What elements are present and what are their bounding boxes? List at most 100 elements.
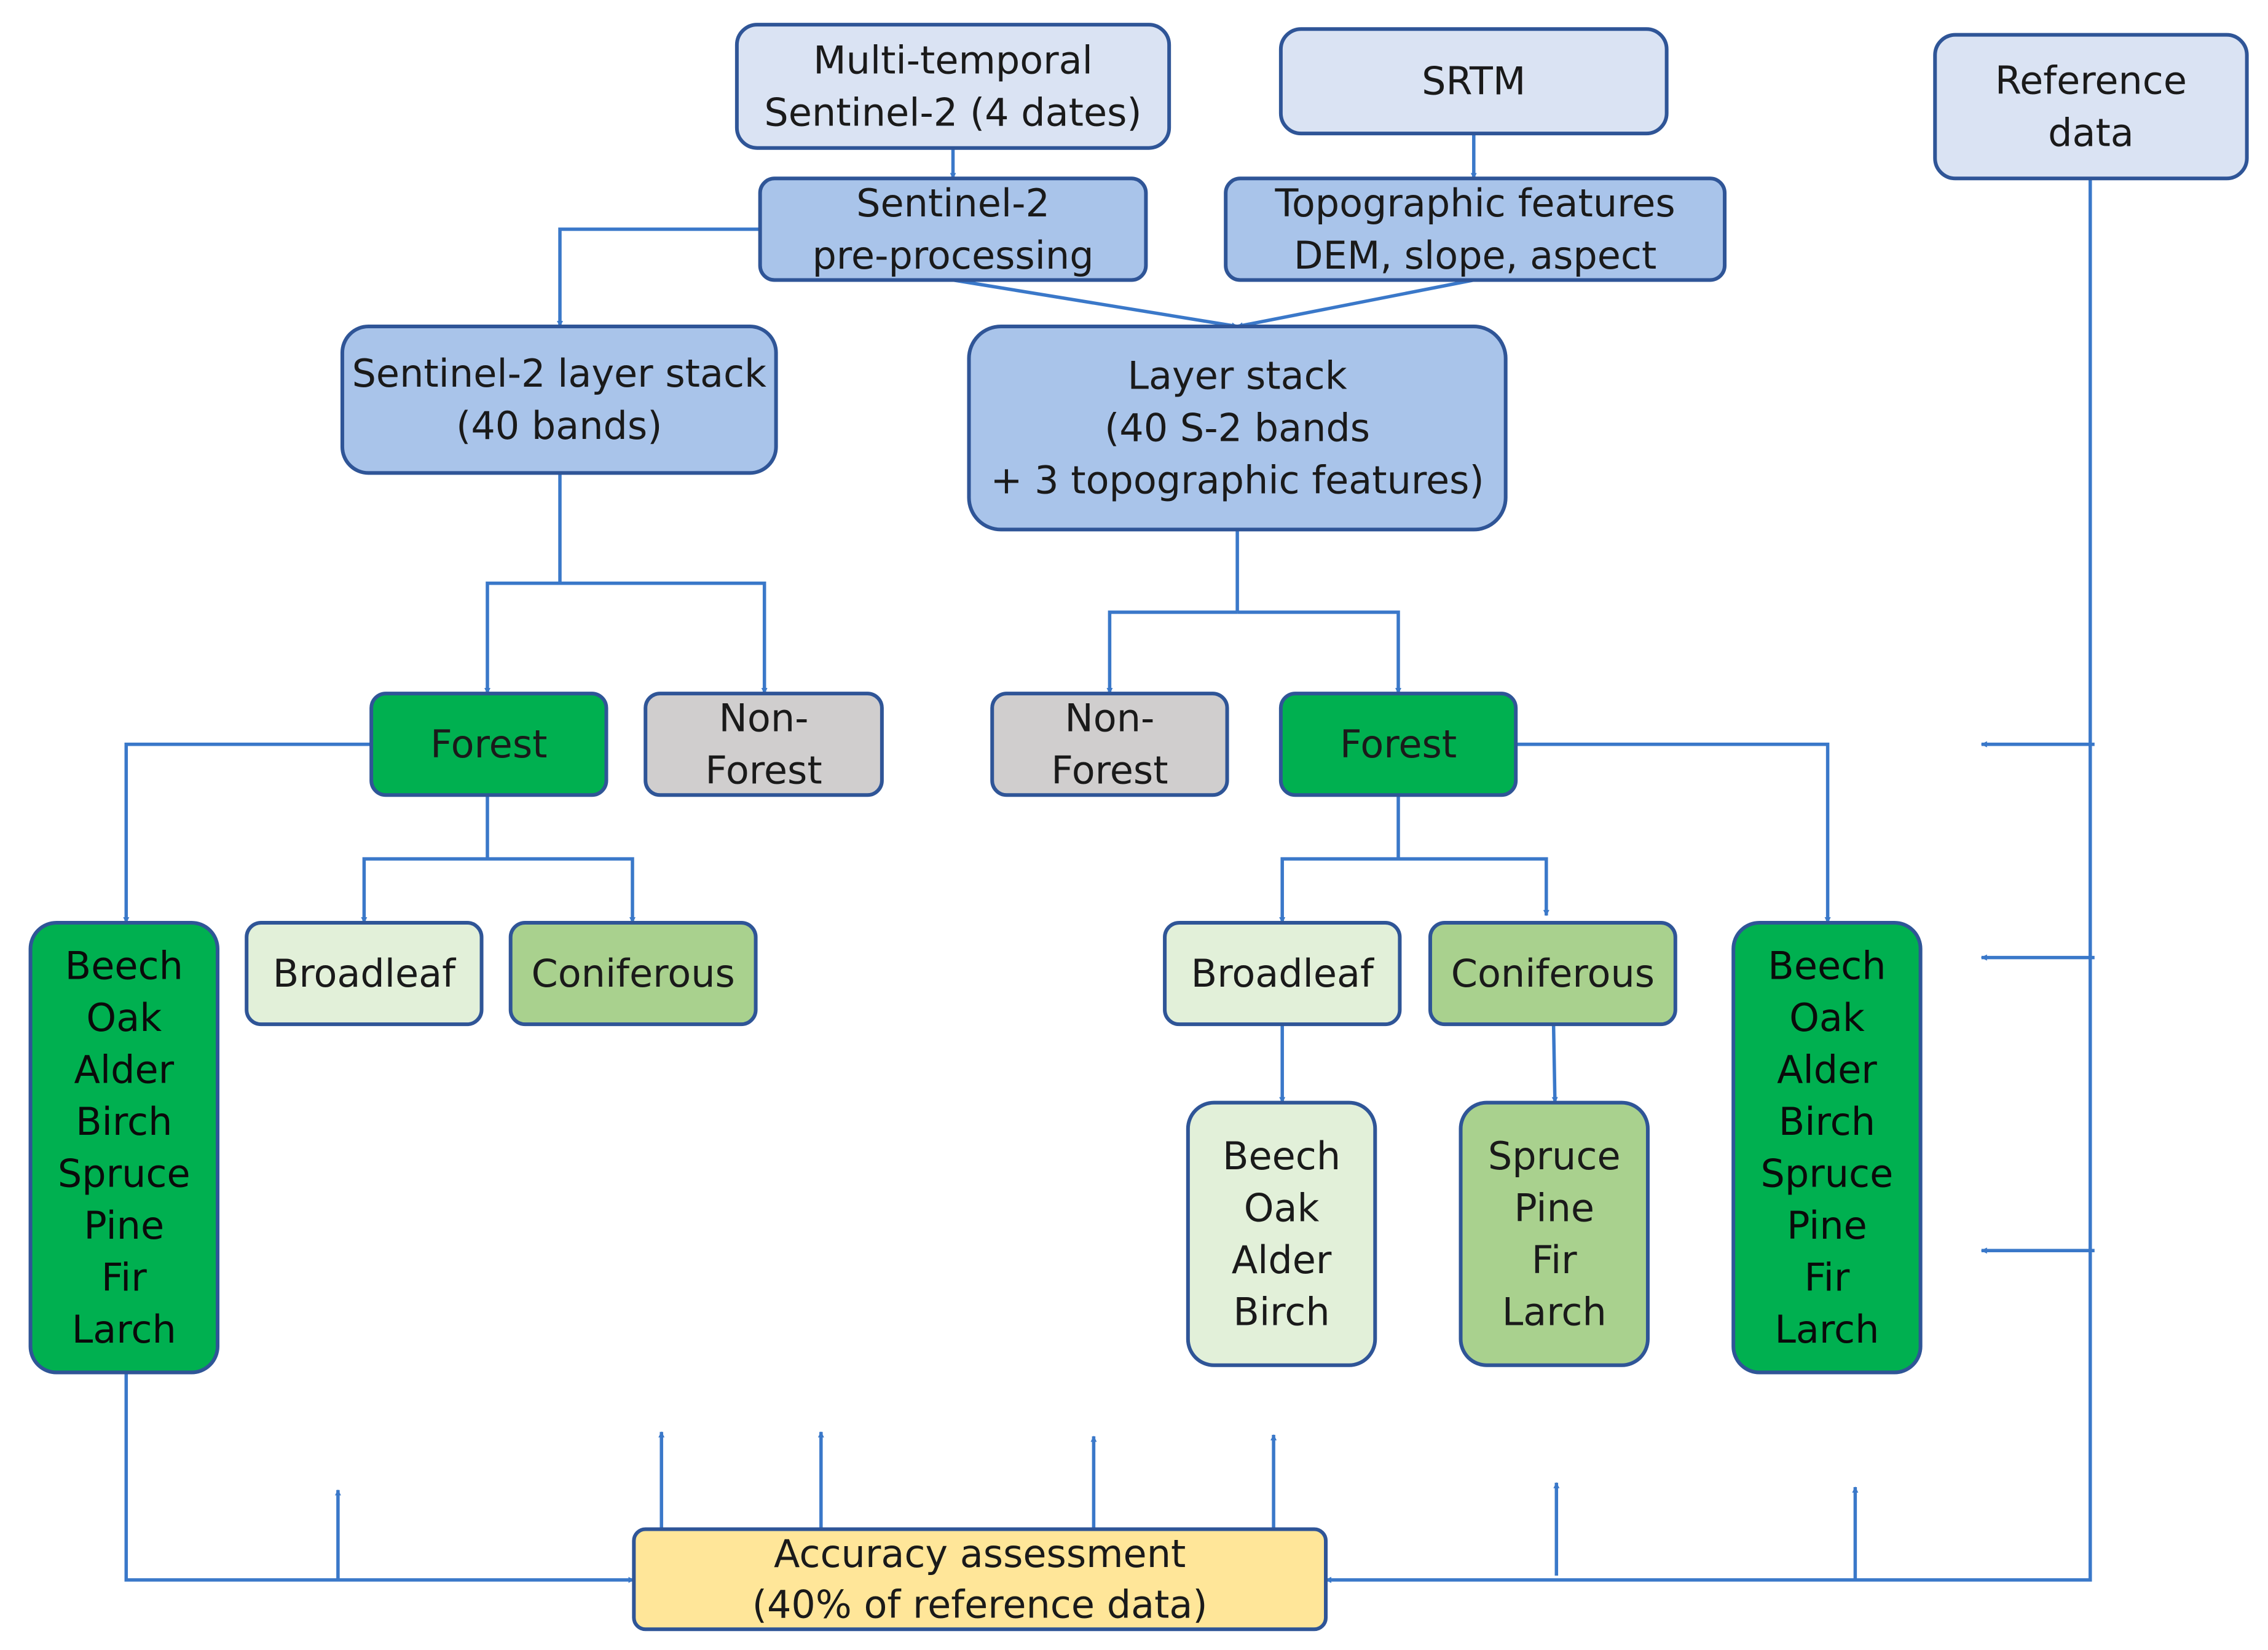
connector-arrow [1325,178,2092,1583]
topographic-shape [1224,176,1727,282]
left-broadleaf-label: Broadleaf [273,951,457,996]
connector-arrow [1516,742,1831,923]
srtm-shape [1278,27,1669,136]
right-forest-box: Forest [1278,692,1518,797]
left-nonforest-label: Non- [719,696,809,741]
left-nonforest-shape [644,692,884,797]
combined-layer-stack-label: (40 S-2 bands [1104,406,1370,451]
left-nonforest-box: Non-Forest [644,692,884,797]
right-nonforest-label: Forest [1051,748,1168,793]
accuracy-label: (40% of reference data) [752,1582,1208,1627]
left-species-label: Larch [72,1307,176,1352]
s2-layer-stack-box: Sentinel-2 layer stack(40 bands) [340,325,778,475]
connector-arrow [123,742,372,923]
right-species-label: Spruce [1761,1151,1894,1196]
connector-arrow [557,227,760,327]
connector-arrow [487,857,636,923]
combined-layer-stack-label: + 3 topographic features) [990,458,1484,503]
broadleaf-species-label: Birch [1233,1289,1329,1334]
s2-preprocessing-label: Sentinel-2 [856,181,1050,226]
right-species-label: Larch [1774,1307,1879,1352]
right-coniferous-box: Coniferous [1428,920,1677,1027]
right-species-label: Beech [1768,944,1886,989]
reference-label: Reference [1995,58,2187,103]
right-species-label: Fir [1804,1255,1849,1300]
broadleaf-species-label: Beech [1223,1134,1341,1178]
right-species-shape [1731,920,1923,1375]
combined-layer-stack-label: Layer stack [1127,353,1347,398]
left-coniferous-label: Coniferous [531,951,734,996]
right-nonforest-shape [990,692,1229,797]
coniferous-species-label: Pine [1514,1185,1594,1230]
right-forest-shape [1278,692,1518,797]
topographic-label: Topographic features [1275,181,1675,226]
s2-preprocessing-label: pre-processing [812,233,1093,278]
left-broadleaf-box: Broadleaf [245,920,484,1027]
right-broadleaf-shape [1163,920,1402,1027]
coniferous-species-label: Larch [1502,1289,1607,1334]
coniferous-species-label: Fir [1532,1238,1577,1282]
combined-layer-stack-shape [967,325,1508,532]
left-forest-shape [369,692,608,797]
s2-preprocessing-box: Sentinel-2 pre-processing [758,176,1148,282]
left-forest-label: Forest [430,722,547,767]
srtm-box: SRTM [1278,27,1669,136]
right-coniferous-shape [1428,920,1677,1027]
connector-arrow [1106,610,1238,695]
left-coniferous-shape [508,920,758,1027]
s2-preprocessing-shape [758,176,1148,282]
multitemporal-label: Multi-temporal [813,38,1093,82]
connector-arrow [1237,610,1401,695]
right-forest-label: Forest [1340,722,1457,767]
right-broadleaf-box: Broadleaf [1163,920,1402,1027]
s2-layer-stack-label: (40 bands) [456,403,662,448]
accuracy-box: Accuracy assessment (40% of reference dat… [632,1527,1328,1632]
right-species-label: Alder [1777,1048,1877,1092]
right-species-label: Birch [1779,1099,1875,1144]
left-species-label: Birch [76,1099,172,1144]
broadleaf-species-label: Oak [1244,1185,1320,1230]
broadleaf-species-shape [1186,1100,1377,1367]
left-species-shape [28,920,220,1375]
broadleaf-species-label: Alder [1232,1238,1332,1282]
left-species-label: Spruce [58,1151,191,1196]
right-species-label: Oak [1789,995,1865,1040]
left-coniferous-box: Coniferous [508,920,758,1027]
accuracy-label: Accuracy assessment [774,1531,1186,1576]
connector-arrow [124,1372,635,1583]
accuracy-shape [632,1527,1328,1632]
left-broadleaf-shape [245,920,484,1027]
right-nonforest-label: Non- [1065,696,1154,741]
right-species-label: Pine [1787,1203,1867,1248]
srtm-label: SRTM [1422,59,1526,104]
right-coniferous-label: Coniferous [1451,951,1655,996]
left-species-label: Alder [74,1048,174,1092]
connector-arrow [560,581,768,695]
left-species-label: Fir [101,1255,147,1300]
multitemporal-shape [734,23,1171,150]
topographic-label: DEM, slope, aspect [1294,233,1656,278]
reference-label: data [2048,110,2134,155]
combined-layer-stack-box: Layer stack (40 S-2 bands + 3 topographic … [967,325,1508,532]
reference-box: Reference data [1933,33,2249,181]
s2-layer-stack-shape [340,325,778,475]
left-forest-box: Forest [369,692,608,797]
connector-arrow [1279,857,1398,923]
connector-arrow [1237,278,1475,329]
right-broadleaf-label: Broadleaf [1191,951,1375,996]
coniferous-species-shape [1459,1100,1650,1367]
connectors [123,133,2095,1583]
connector-arrow [1551,1024,1558,1103]
right-nonforest-box: Non- Forest [990,692,1229,797]
connector-arrow [1398,857,1549,917]
reference-shape [1933,33,2249,181]
left-species-label: Pine [84,1203,164,1248]
connector-arrow [953,278,1238,329]
